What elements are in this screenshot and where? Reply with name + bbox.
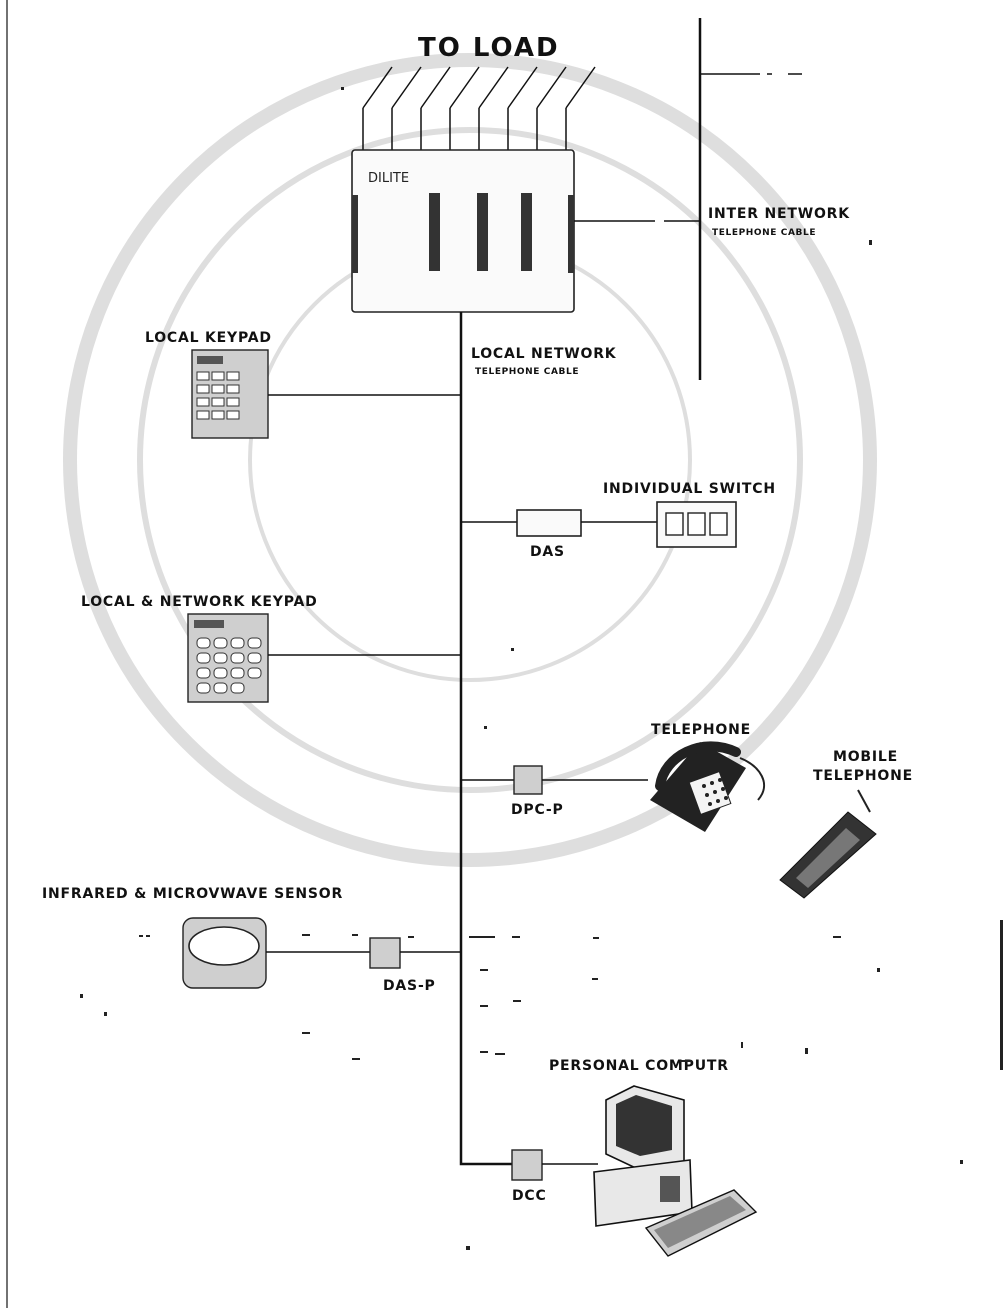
individual-switch-label: INDIVIDUAL SWITCH	[603, 481, 776, 497]
dilite-controller: DILITE	[352, 150, 574, 312]
inter-network-label-2: TELEPHONE CABLE	[712, 228, 816, 238]
to-load-label: TO LOAD	[418, 33, 560, 63]
individual-switch-device	[657, 502, 736, 547]
das-label: DAS	[530, 544, 565, 560]
local-network-keypad-label: LOCAL & NETWORK KEYPAD	[81, 594, 318, 610]
local-network-label-2: TELEPHONE CABLE	[475, 367, 579, 377]
personal-computer-label: PERSONAL COMPUTR	[549, 1058, 729, 1074]
dpc-p-label: DPC-P	[511, 802, 564, 818]
das-module	[517, 510, 581, 536]
local-keypad-label: LOCAL KEYPAD	[145, 330, 272, 346]
personal-computer-device	[594, 1086, 756, 1256]
dpc-p-module	[514, 766, 542, 794]
telephone-label: TELEPHONE	[651, 722, 751, 738]
dcc-module	[512, 1150, 542, 1180]
sensor-device	[183, 918, 266, 988]
local-keypad-device	[192, 350, 268, 438]
das-p-module	[370, 938, 400, 968]
mobile-telephone-label-2: TELEPHONE	[813, 768, 913, 784]
local-network-keypad-device	[188, 614, 268, 702]
dcc-branch	[461, 975, 512, 1164]
inter-network-label-1: INTER NETWORK	[708, 206, 850, 222]
mobile-telephone-device	[780, 790, 876, 898]
dcc-label: DCC	[512, 1188, 547, 1204]
mobile-telephone-label-1: MOBILE	[833, 749, 898, 765]
das-p-label: DAS-P	[383, 978, 436, 994]
sensor-label: INFRARED & MICROVWAVE SENSOR	[42, 886, 343, 902]
local-network-label-1: LOCAL NETWORK	[471, 346, 617, 362]
dilite-label: DILITE	[368, 171, 409, 186]
